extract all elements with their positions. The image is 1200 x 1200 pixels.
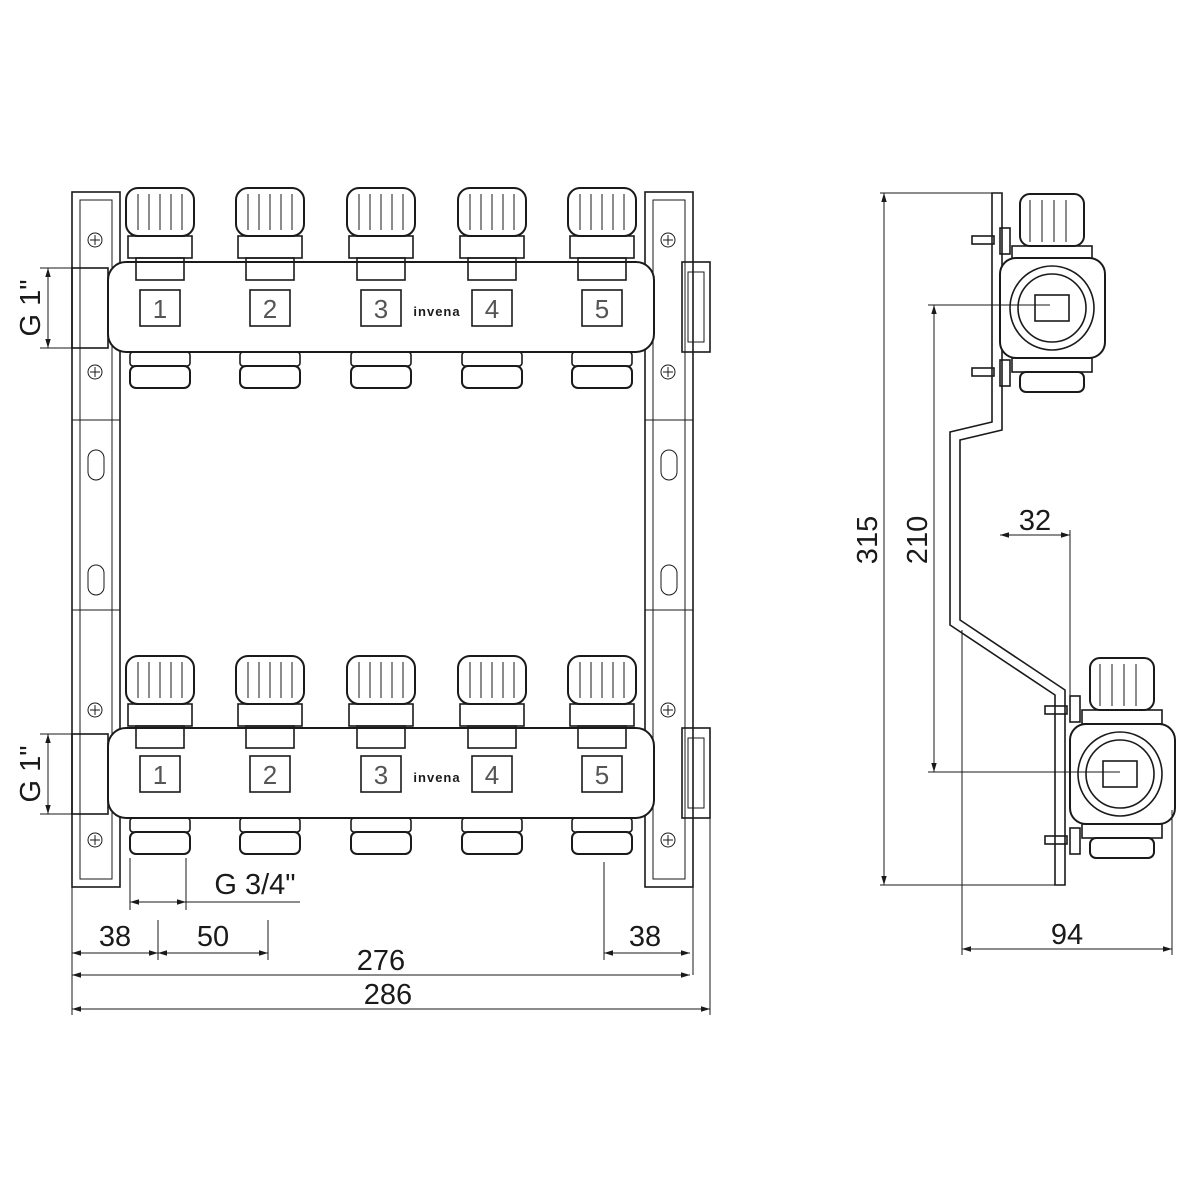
dim-overall-height: 315 — [852, 516, 884, 564]
bottom-port-labels: 1 2 3 4 5 invena — [139, 755, 623, 793]
top-port-5-label: 5 — [595, 294, 609, 324]
top-outlet-2 — [239, 351, 301, 389]
left-bracket — [71, 191, 121, 888]
side-bottom-assembly — [1044, 657, 1176, 859]
top-port-3-label: 3 — [374, 294, 388, 324]
bottom-manifold — [71, 655, 711, 855]
front-view: 1 2 3 4 5 invena 1 2 3 4 5 invena G 1" — [15, 187, 711, 1015]
top-knob-2 — [235, 187, 305, 281]
bottom-outlet-2 — [239, 817, 301, 855]
top-knob-1 — [125, 187, 195, 281]
outlet-thread-dim: G 3/4" — [129, 858, 300, 910]
bottom-outlet-3 — [350, 817, 412, 855]
top-port-4-label: 4 — [485, 294, 499, 324]
bottom-outlet-1 — [129, 817, 191, 855]
screw-icons — [87, 232, 676, 848]
dim-axis-distance: 210 — [902, 516, 934, 564]
dim-depth: 94 — [1051, 919, 1083, 951]
top-outlet-5 — [571, 351, 633, 389]
bottom-port-3-label: 3 — [374, 760, 388, 790]
top-outlet-3 — [350, 351, 412, 389]
bottom-knob-5 — [567, 655, 637, 749]
outlet-thread-label: G 3/4" — [214, 869, 295, 901]
bottom-port-1-label: 1 — [153, 760, 167, 790]
thread-label-bottom: G 1" — [15, 745, 47, 802]
top-manifold — [71, 187, 711, 389]
top-knob-3 — [346, 187, 416, 281]
bottom-port-4-label: 4 — [485, 760, 499, 790]
dim-offset-depth: 32 — [1019, 505, 1051, 537]
top-port-2-label: 2 — [263, 294, 277, 324]
side-view: 315 210 32 94 — [852, 192, 1176, 955]
brand-logo-bottom: invena — [413, 770, 460, 785]
brand-logo-top: invena — [413, 304, 460, 319]
bottom-port-5-label: 5 — [595, 760, 609, 790]
bottom-port-2-label: 2 — [263, 760, 277, 790]
thread-labels: G 1" G 1" — [15, 267, 72, 815]
width-dimensions: 38 50 38 276 286 — [71, 818, 711, 1015]
top-outlet-4 — [461, 351, 523, 389]
dim-left-offset: 38 — [99, 921, 131, 953]
side-top-assembly — [971, 193, 1106, 393]
top-knob-4 — [457, 187, 527, 281]
dim-spacing: 50 — [197, 921, 229, 953]
bottom-knob-3 — [346, 655, 416, 749]
bottom-knob-2 — [235, 655, 305, 749]
top-knob-5 — [567, 187, 637, 281]
bottom-outlet-5 — [571, 817, 633, 855]
top-outlet-1 — [129, 351, 191, 389]
dim-overall-width: 286 — [364, 979, 412, 1011]
top-port-1-label: 1 — [153, 294, 167, 324]
top-port-labels: 1 2 3 4 5 invena — [139, 289, 623, 327]
bottom-knob-4 — [457, 655, 527, 749]
dim-inner-width: 276 — [357, 945, 405, 977]
bottom-outlet-4 — [461, 817, 523, 855]
bottom-knob-1 — [125, 655, 195, 749]
right-bracket — [644, 191, 694, 888]
thread-label-top: G 1" — [15, 279, 47, 336]
dim-right-offset: 38 — [629, 921, 661, 953]
